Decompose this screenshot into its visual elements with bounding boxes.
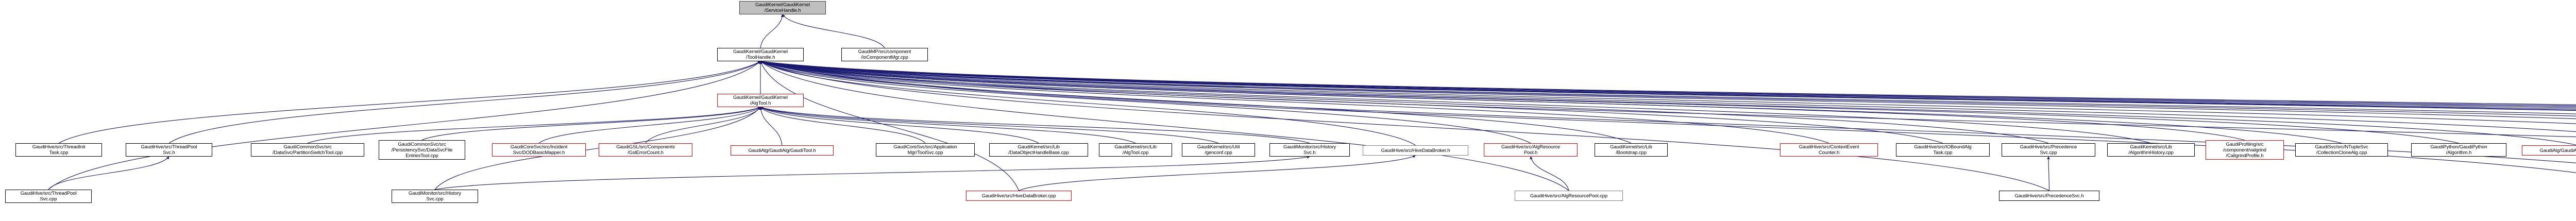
graph-edge — [1019, 155, 1416, 191]
graph-edge — [760, 61, 1632, 144]
graph-edge — [760, 61, 1943, 144]
graph-edge — [760, 107, 1039, 144]
graph-edge — [760, 60, 2576, 108]
graph-edge — [760, 60, 2459, 144]
graph-edge — [760, 60, 2576, 120]
graph-edge — [760, 14, 784, 48]
graph-edge — [760, 60, 2576, 138]
graph-edge — [760, 60, 2245, 141]
graph-edge — [760, 60, 2576, 105]
graph-node[interactable]: GaudiHive/src/ContextEvent Counter.h — [1780, 143, 1878, 157]
graph-edge — [760, 60, 2576, 146]
graph-node[interactable]: GaudiHive/src/AlgResourcePool.cpp — [1515, 191, 1623, 201]
graph-node[interactable]: GaudiHive/src/Precedence Svc.cpp — [2002, 143, 2095, 157]
graph-edge — [760, 61, 1531, 144]
graph-edge — [760, 107, 926, 144]
graph-edge — [421, 107, 761, 141]
graph-node[interactable]: GaudiGSL/src/Components /GslErrorCount.h — [599, 143, 692, 157]
graph-node[interactable]: GaudiMP/src/component /IoComponentMgr.cp… — [841, 48, 928, 61]
graph-edge — [48, 156, 170, 190]
graph-node[interactable]: GaudiKernel/src/Lib /DataObjectHandleBas… — [989, 143, 1088, 157]
graph-edge — [760, 60, 2576, 173]
graph-edge — [760, 60, 2576, 111]
graph-edge — [760, 60, 2576, 111]
graph-node[interactable]: GaudiCommonSvc/src /DataSvc/PartitionSwi… — [251, 143, 364, 157]
graph-edge — [760, 61, 1416, 146]
graph-node[interactable]: GaudiKernel/src/Lib /Bootstrap.cpp — [1595, 143, 1668, 157]
graph-node[interactable]: GaudiHive/src/IOBoundAlg Task.cpp — [1896, 143, 1990, 157]
graph-edge — [760, 106, 1310, 144]
graph-edge — [760, 61, 1020, 191]
graph-edge — [48, 61, 761, 190]
graph-edge — [307, 107, 761, 144]
graph-node[interactable]: GaudiAlg/GaudiAlg/GaudiTool.h — [731, 145, 834, 156]
graph-edge — [760, 60, 2576, 132]
graph-edge — [168, 61, 761, 144]
graph-node[interactable]: GaudiMonitor/src/History Svc.h — [1269, 143, 1350, 157]
graph-node[interactable]: GaudiCoreSvc/src/Incident Svc/DODBasicMa… — [492, 143, 586, 157]
graph-node[interactable]: GaudiHive/src/HiveDataBroker.cpp — [966, 191, 1072, 201]
graph-edge — [760, 60, 2576, 116]
graph-edge — [58, 61, 761, 144]
graph-node[interactable]: GaudiHive/src/ThreadInit Task.cpp — [15, 143, 102, 157]
graph-node[interactable]: GaudiCoreSvc/src/Application Mgr/ToolSvc… — [876, 143, 975, 157]
graph-edge — [760, 60, 2576, 107]
graph-edge — [1530, 156, 1569, 191]
graph-node[interactable]: GaudiMonitor/src/History Svc.cpp — [392, 190, 478, 203]
graph-edge — [760, 60, 2049, 144]
graph-edge — [760, 61, 2049, 191]
graph-edge — [760, 107, 1219, 144]
graph-node[interactable]: GaudiSvc/src/NTupleSvc /CollectionCloneA… — [2295, 143, 2388, 157]
graph-node[interactable]: GaudiPython/GaudiPython /Algorithm.h — [2411, 143, 2506, 157]
graph-edge — [538, 107, 761, 144]
graph-edge — [782, 14, 885, 48]
graph-node[interactable]: GaudiKernel/src/Util /genconf.cpp — [1182, 143, 1255, 157]
graph-edge — [760, 60, 2576, 163]
graph-edge — [760, 61, 1569, 191]
graph-node[interactable]: GaudiHive/src/HiveDataBroker.h — [1363, 145, 1468, 156]
graph-edge — [760, 60, 2576, 106]
graph-edge — [760, 60, 2576, 114]
graph-edge — [760, 60, 2342, 144]
graph-edge — [760, 61, 1829, 144]
graph-node[interactable]: GaudiProfiling/src /component/valgrind /… — [2206, 140, 2284, 160]
graph-edge — [760, 107, 1136, 144]
graph-edge — [760, 60, 2576, 124]
graph-node[interactable]: GaudiHive/src/AlgResource Pool.h — [1484, 143, 1578, 157]
graph-node[interactable]: GaudiHive/src/PrecedenceSvc.h — [1999, 191, 2099, 201]
graph-node[interactable]: GaudiHive/src/ThreadPool Svc.h — [126, 143, 212, 157]
graph-node[interactable]: GaudiKernel/src/Lib /AlgorithmHistory.cp… — [2107, 143, 2195, 157]
graph-edge — [760, 60, 2576, 110]
graph-node[interactable]: GaudiKernel/GaudiKernel /AlgTool.h — [717, 94, 804, 107]
graph-edge — [2047, 156, 2050, 191]
graph-edge — [434, 156, 1310, 190]
graph-node[interactable]: GaudiKernel/GaudiKernel /ToolHandle.h — [717, 48, 804, 61]
graph-node[interactable]: GaudiCommonSvc/src /PersistencySvc/DataS… — [379, 140, 465, 160]
graph-edge — [434, 107, 761, 190]
graph-edge — [645, 107, 761, 144]
graph-edge — [759, 107, 783, 146]
graph-edge — [760, 60, 2151, 144]
graph-node[interactable]: GaudiHive/src/ThreadPool Svc.cpp — [5, 190, 92, 203]
graph-node[interactable]: GaudiKernel/GaudiKernel /ServiceHandle.h — [739, 1, 826, 14]
graph-node[interactable]: GaudiKernel/src/Lib /AlgTool.cpp — [1099, 143, 1172, 157]
